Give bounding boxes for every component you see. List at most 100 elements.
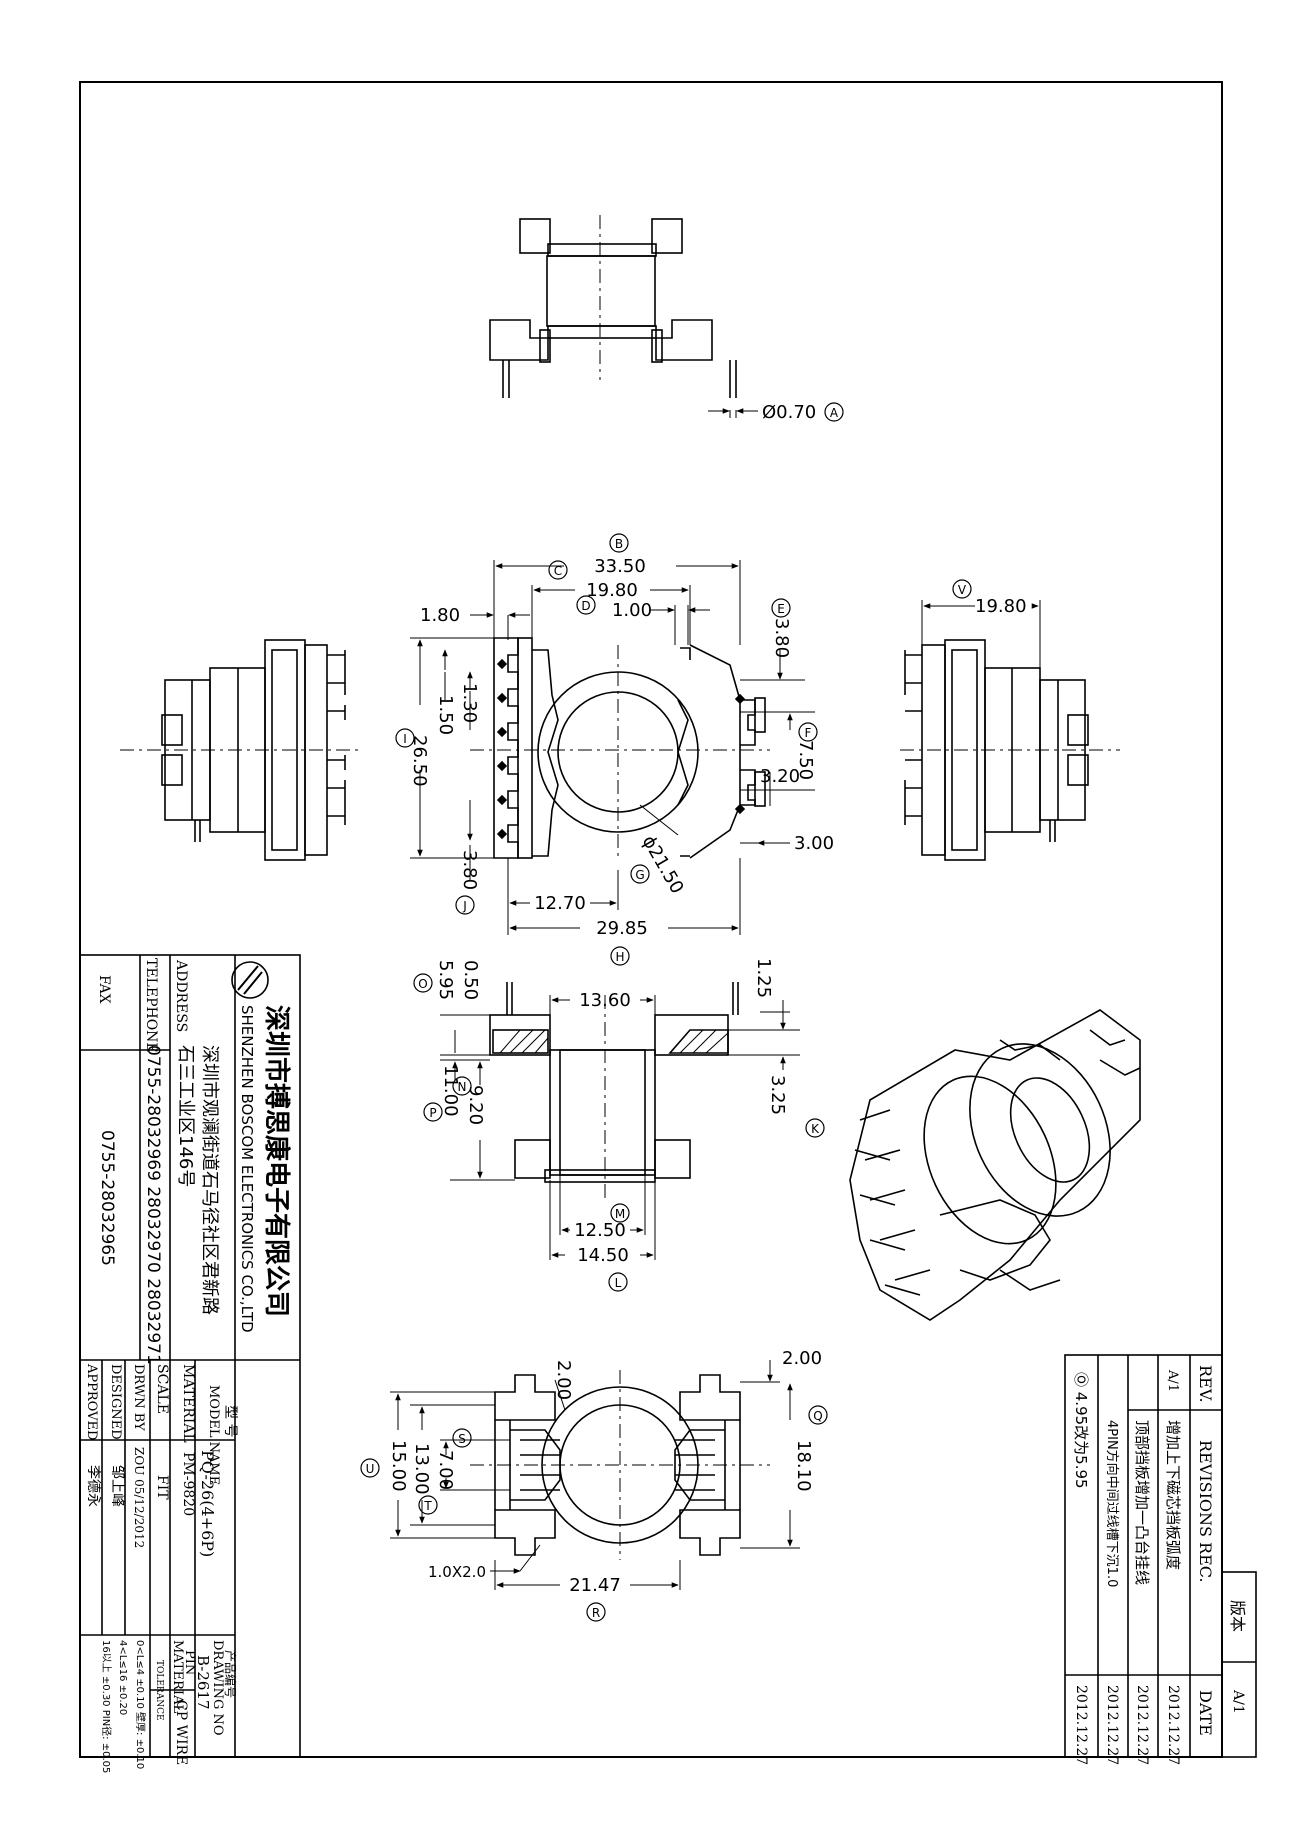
drawing-no-label-cn: 产品编号 <box>223 1650 238 1698</box>
dim-left-130: 1.30 <box>459 683 480 723</box>
model-value: PQ-26(4+6P) <box>198 1450 217 1557</box>
address-line2: 石三工业区146号 <box>175 1045 196 1187</box>
dim-M: 12.50 <box>574 1220 626 1241</box>
dim-V: 19.80 <box>975 596 1027 617</box>
dim-r-300: 3.00 <box>794 833 834 854</box>
dim-D: 1.00 <box>612 600 652 621</box>
svg-text:N: N <box>458 1080 467 1094</box>
svg-text:L: L <box>615 1276 622 1290</box>
front-view-circle-labels: B C D E F G H I J <box>395 533 818 966</box>
model-label-cn: 型 号 <box>222 1405 238 1437</box>
circle-label-V: V <box>952 579 972 599</box>
svg-text:D: D <box>581 599 590 613</box>
svg-text:V: V <box>958 583 967 597</box>
drawing-no-value: B-2617 <box>194 1655 212 1710</box>
dim-C: 19.80 <box>586 580 638 601</box>
svg-text:E: E <box>777 602 785 616</box>
approved-label: APPROVED <box>84 1363 99 1440</box>
rev-row-2-desc: 顶部挡板增加一凸台挂线 <box>1133 1420 1151 1585</box>
svg-text:C: C <box>554 564 562 578</box>
rev-row-1-rev: A/1 <box>1165 1369 1180 1392</box>
rev-row-2-date: 2012.12.27 <box>1134 1685 1150 1765</box>
dim-13-60: 13.60 <box>579 990 631 1011</box>
designed-label: DESIGNED <box>108 1364 123 1440</box>
rev-label: REV. <box>1196 1365 1215 1403</box>
section-view-dimensions: 0.50 5.95 13.60 1.25 11.00 9.20 3.25 12.… <box>435 958 788 1266</box>
dim-K: 3.25 <box>767 1075 788 1115</box>
dim-T: 7.00 <box>435 1450 456 1490</box>
pin-label: PIN <box>182 1650 197 1675</box>
tolerance-row-1: 0<L≤4 ±0.10 壁厚: ±0.10 <box>134 1640 147 1769</box>
dim-O: 5.95 <box>435 960 456 1000</box>
dim-1-25: 1.25 <box>753 958 774 998</box>
drwn-label: DRWN BY <box>131 1364 146 1431</box>
revision-block <box>1064 1354 1257 1758</box>
sheet-border <box>79 81 1223 1758</box>
date-label: DATE <box>1196 1690 1215 1736</box>
dim-G: ϕ21.50 <box>638 832 688 897</box>
dim-Q: 18.10 <box>793 1440 814 1492</box>
svg-text:A: A <box>830 406 839 420</box>
revision-block-text: 版本 A/1 REV. REVISIONS REC. DATE A/1 增加上下… <box>1072 1365 1247 1765</box>
version-value: A/1 <box>1230 1689 1246 1714</box>
title-block-text: 深圳市搏思康电子有限公司 SHENZHEN BOSCOM ELECTRONICS… <box>84 958 292 1773</box>
section-view-circle-labels: O K P N M L <box>413 973 825 1292</box>
bottom-view <box>390 1360 800 1590</box>
dim-B: 33.50 <box>594 556 646 577</box>
dim-0-50: 0.50 <box>460 960 481 1000</box>
model-label: MODEL NAME <box>206 1385 221 1485</box>
dim-2-00-a: 2.00 <box>553 1360 574 1400</box>
pin-material-value: CP WIRE <box>173 1700 189 1765</box>
dim-H: 29.85 <box>596 918 648 939</box>
scale-label: SCALE <box>154 1364 170 1414</box>
address-line1: 深圳市观澜街道石马径社区君新路 <box>199 1045 220 1315</box>
right-side-view <box>900 600 1120 861</box>
svg-text:K: K <box>811 1122 820 1136</box>
dim-left-180: 1.80 <box>420 605 460 626</box>
title-block <box>79 954 301 1758</box>
fax-label: FAX <box>96 975 112 1004</box>
scale-value: FIT <box>154 1475 170 1500</box>
dim-E: 3.80 <box>771 618 792 658</box>
bottom-view-circle-labels: Q U S T R <box>360 1405 828 1622</box>
front-view-dimensions: 33.50 19.80 1.00 1.80 1.50 1.30 26.50 3.… <box>409 556 834 939</box>
svg-text:H: H <box>615 950 624 964</box>
svg-text:B: B <box>615 537 623 551</box>
dim-slot: 1.0X2.0 <box>428 1563 486 1581</box>
front-view <box>410 560 815 935</box>
material-label: MATERIAL <box>180 1364 196 1443</box>
dim-pin-dia: Ø0.70 <box>762 402 816 423</box>
dim-L: 14.50 <box>577 1245 629 1266</box>
dim-12-70: 12.70 <box>534 893 586 914</box>
dim-N: 9.20 <box>465 1085 486 1125</box>
svg-text:O: O <box>418 977 427 991</box>
rev-row-1-date: 2012.12.27 <box>1165 1685 1181 1765</box>
section-view <box>440 982 800 1260</box>
rev-row-1-desc: 增加上下磁芯挡板弧度 <box>1164 1420 1182 1570</box>
svg-text:P: P <box>429 1106 436 1120</box>
tolerance-row-2: 4<L≤16 ±0.20 <box>117 1640 128 1715</box>
telephone-value: 0755-28032969 28032970 28032971 <box>143 1045 163 1365</box>
drawing-no-label: DRAWING NO <box>210 1640 225 1736</box>
version-label: 版本 <box>1228 1600 1247 1632</box>
approved-value: 李德永 <box>85 1465 101 1507</box>
dim-left-150: 1.50 <box>435 695 456 735</box>
left-side-view <box>120 639 360 861</box>
drwn-value: ZOU 05/12/2012 <box>132 1447 146 1548</box>
svg-text:T: T <box>423 1499 432 1513</box>
fax-value: 0755-28032965 <box>97 1130 117 1266</box>
svg-text:Q: Q <box>813 1409 822 1423</box>
circle-label-A: A <box>824 402 844 422</box>
dim-S: 13.00 <box>411 1443 432 1495</box>
dim-U: 15.00 <box>388 1440 409 1492</box>
svg-text:J: J <box>462 899 467 913</box>
bottom-view-dimensions: 2.00 2.00 18.10 15.00 13.00 7.00 1.0X2.0… <box>388 1348 822 1596</box>
tolerance-label: TOLERANCE <box>154 1660 164 1721</box>
tolerance-row-3: 16以上 ±0.30 PIN径: ±0.05 <box>100 1640 113 1773</box>
dim-P: 11.00 <box>440 1065 461 1117</box>
svg-text:R: R <box>592 1606 600 1620</box>
pin-material-label: MATERIAL <box>170 1640 185 1713</box>
svg-text:G: G <box>635 868 644 882</box>
dim-r-320: 3.20 <box>760 766 800 787</box>
